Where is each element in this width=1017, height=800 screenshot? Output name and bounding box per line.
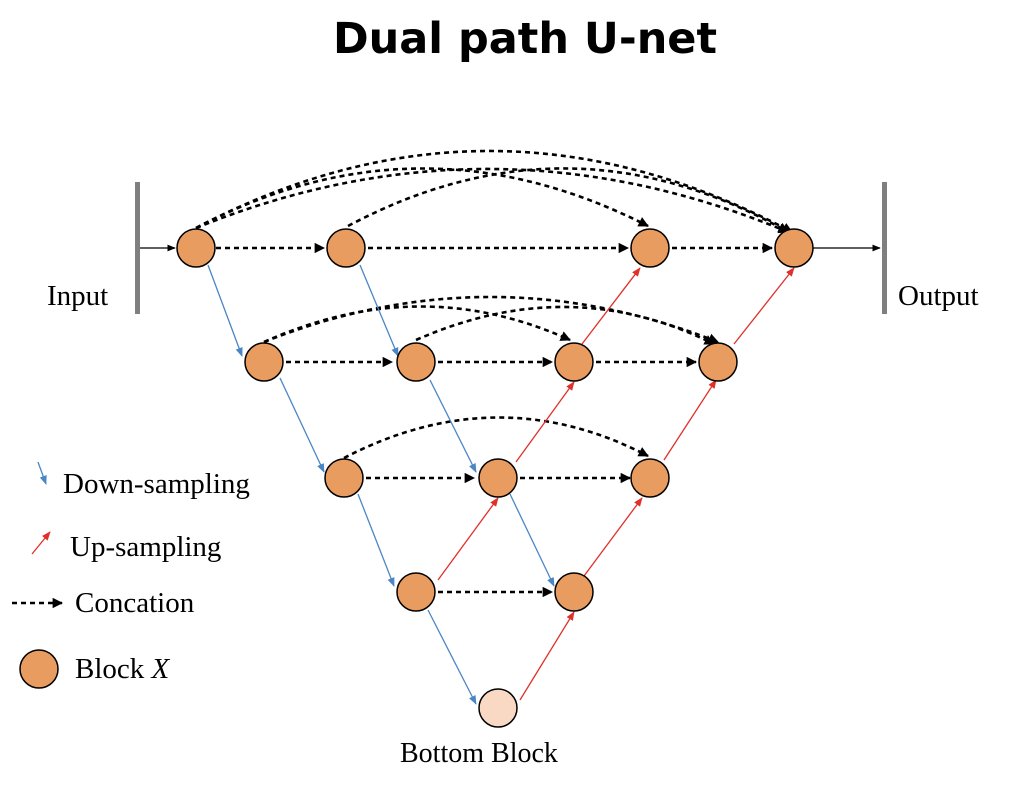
block-node [396, 572, 436, 612]
block-node [774, 228, 814, 268]
block-node [630, 228, 670, 268]
legend-down-sampling-label: Down-sampling [63, 468, 250, 500]
legend-block-variable: X [151, 653, 171, 685]
up-sampling-paths [437, 267, 795, 701]
block-node [244, 342, 284, 382]
input-bar [135, 182, 140, 314]
legend-block-prefix: Block [75, 653, 152, 685]
bottom-block-label: Bottom Block [400, 738, 558, 769]
output-bar [882, 182, 887, 314]
page-title: Dual path U-net [332, 14, 718, 64]
concatenation-horizontal [216, 242, 774, 598]
block-node [630, 458, 670, 498]
block-node [554, 342, 594, 382]
legend-down-sampling-icon [37, 461, 47, 485]
input-label: Input [47, 280, 108, 312]
legend-block-icon [19, 649, 59, 689]
concatenation-arcs [195, 149, 793, 460]
block-node [324, 458, 364, 498]
block-node [396, 342, 436, 382]
output-label: Output [898, 280, 979, 312]
block-node [554, 572, 594, 612]
block-node [698, 342, 738, 382]
legend: Down-sampling Up-sampling Concation Bloc… [12, 461, 250, 689]
legend-up-sampling-label: Up-sampling [70, 531, 221, 563]
legend-concatenation-label: Concation [75, 587, 195, 619]
block-node [326, 228, 366, 268]
down-sampling-paths [207, 264, 555, 705]
block-node [478, 458, 518, 498]
legend-up-sampling-icon [31, 531, 51, 555]
legend-block-label: Block X [75, 653, 171, 685]
bottom-block-node [478, 688, 518, 728]
block-node [176, 228, 216, 268]
blocks [176, 228, 814, 728]
